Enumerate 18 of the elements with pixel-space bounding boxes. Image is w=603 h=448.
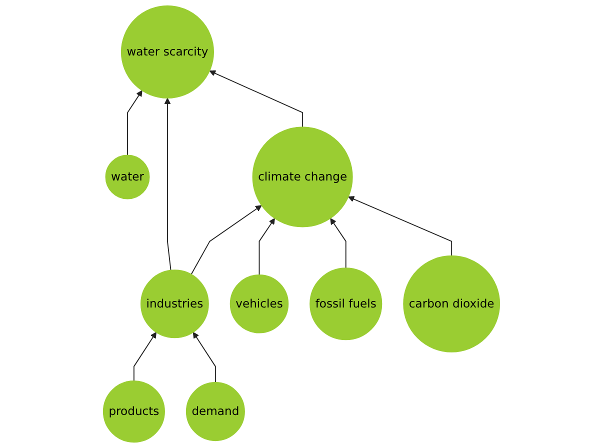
arrow xyxy=(258,218,275,276)
node-circle: demand xyxy=(186,382,245,442)
node-circle: industries xyxy=(140,270,209,338)
node-circle: water scarcity xyxy=(120,5,214,98)
arrow xyxy=(164,98,172,271)
node-circle: carbon dioxide xyxy=(403,255,500,352)
node-circle: climate change xyxy=(252,126,353,228)
node-circle: water xyxy=(105,154,150,200)
arrow xyxy=(348,196,452,256)
node-circle: products xyxy=(102,380,165,443)
arrow xyxy=(127,90,142,156)
arrow xyxy=(192,332,216,383)
arrow xyxy=(190,205,262,275)
node-circle: fossil fuels xyxy=(310,268,382,340)
arrow xyxy=(133,332,157,382)
arrow xyxy=(330,218,346,268)
arrow xyxy=(209,70,304,128)
node-circle: vehicles xyxy=(230,274,289,334)
